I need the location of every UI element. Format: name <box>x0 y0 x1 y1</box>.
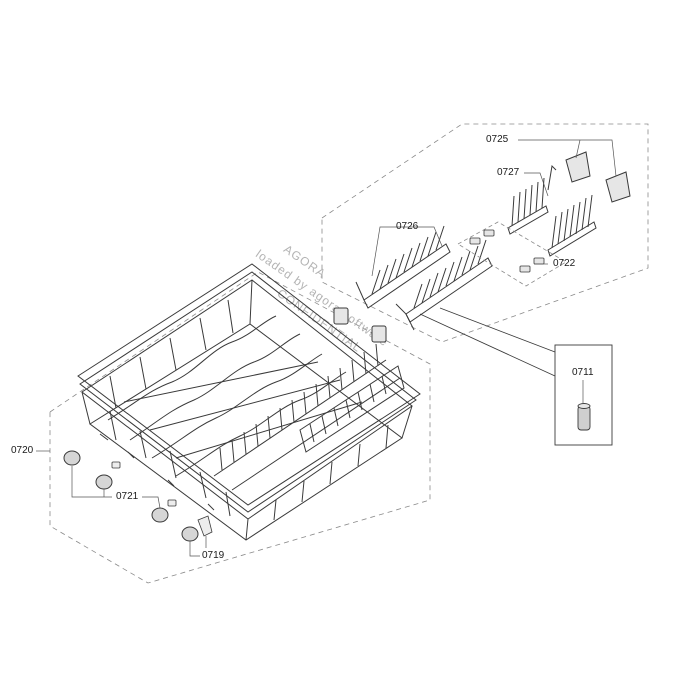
leader-lines <box>36 139 617 557</box>
hinge-clip-0725-b <box>605 171 631 203</box>
lower-basket <box>77 263 421 541</box>
wheel-2 <box>95 474 113 490</box>
rack-clip-1 <box>333 307 349 325</box>
wheels-0721 <box>63 450 199 542</box>
part-label-0725: 0725 <box>486 134 509 145</box>
axle-0719 <box>197 515 213 537</box>
part-label-0726: 0726 <box>396 221 419 232</box>
wheel-axles <box>111 461 213 537</box>
accessories-dashed-outline <box>321 123 649 343</box>
inset-0711 <box>419 307 613 446</box>
part-label-0722: 0722 <box>553 258 576 269</box>
wheel-4 <box>181 526 199 542</box>
part-label-0719: 0719 <box>202 550 225 561</box>
tine-rack-0726-left <box>355 225 451 309</box>
part-label-0711: 0711 <box>572 367 594 378</box>
wheel-3 <box>151 507 169 523</box>
assembly-dashed-outline <box>49 271 431 584</box>
inset-frame <box>554 344 613 446</box>
clips-0722 <box>469 229 545 273</box>
watermark-line-3: loaded by agora software <box>253 247 391 350</box>
clip-tray-0722 <box>457 221 567 287</box>
tine-rack-0727-left <box>507 164 557 235</box>
part-label-0721: 0721 <box>116 491 139 502</box>
rack-clip-2 <box>371 325 387 343</box>
hinge-clip-0725-a <box>565 151 591 183</box>
part-label-0727: 0727 <box>497 167 520 178</box>
tine-rack-0726-right <box>395 239 493 331</box>
part-label-0720: 0720 <box>11 445 34 456</box>
pin-0711 <box>577 405 591 431</box>
wheel-1 <box>63 450 81 466</box>
rack-clips <box>333 151 631 343</box>
tine-rack-0727-right <box>547 194 597 257</box>
